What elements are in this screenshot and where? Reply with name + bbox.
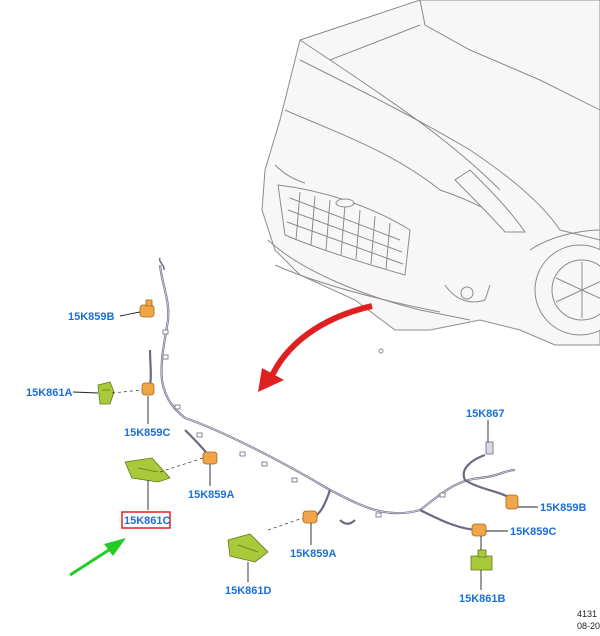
red-indicator-arrow bbox=[258, 303, 373, 392]
leader-lines bbox=[72, 311, 538, 590]
bracket-left-upper bbox=[97, 381, 115, 405]
reference-number: 4131 bbox=[577, 609, 597, 619]
label-sensor-left-lower: 15K859A bbox=[188, 489, 235, 501]
sensor-brackets bbox=[97, 381, 493, 571]
label-sensor-right-lower: 15K859C bbox=[510, 526, 557, 538]
sensor-right-lower bbox=[471, 523, 487, 537]
sensor-center bbox=[302, 510, 318, 524]
label-bracket-center: 15K861D bbox=[225, 585, 272, 597]
label-bracket-left-upper: 15K861A bbox=[26, 387, 73, 399]
wiring-harness bbox=[148, 257, 516, 532]
reference-date: 08-20 bbox=[577, 621, 600, 631]
green-indicator-arrow bbox=[69, 538, 126, 577]
sensor-right-upper bbox=[505, 494, 519, 510]
sensor-upper-left bbox=[139, 299, 155, 318]
bracket-right bbox=[470, 549, 493, 571]
bracket-left-lower bbox=[124, 457, 171, 483]
label-sensor-right-upper: 15K859B bbox=[540, 502, 587, 514]
highlight-box bbox=[121, 511, 171, 529]
label-bracket-left-lower-highlighted: 15K861C bbox=[124, 515, 171, 527]
label-harness-connector: 15K867 bbox=[466, 408, 505, 420]
callout-labels: 15K859B 15K861A 15K859C 15K867 15K859A 1… bbox=[26, 311, 587, 605]
reference-code: 4131 08-20 bbox=[577, 609, 600, 631]
sensor-left-mid bbox=[141, 382, 155, 396]
bracket-center bbox=[227, 533, 269, 563]
vehicle-front-illustration bbox=[261, 0, 600, 354]
label-bracket-right: 15K861B bbox=[459, 593, 506, 605]
label-sensor-upper-left: 15K859B bbox=[68, 311, 115, 323]
parking-sensors bbox=[139, 299, 519, 537]
label-sensor-center: 15K859A bbox=[290, 548, 337, 560]
sensor-left-lower bbox=[202, 451, 218, 465]
label-sensor-left-mid: 15K859C bbox=[124, 427, 171, 439]
